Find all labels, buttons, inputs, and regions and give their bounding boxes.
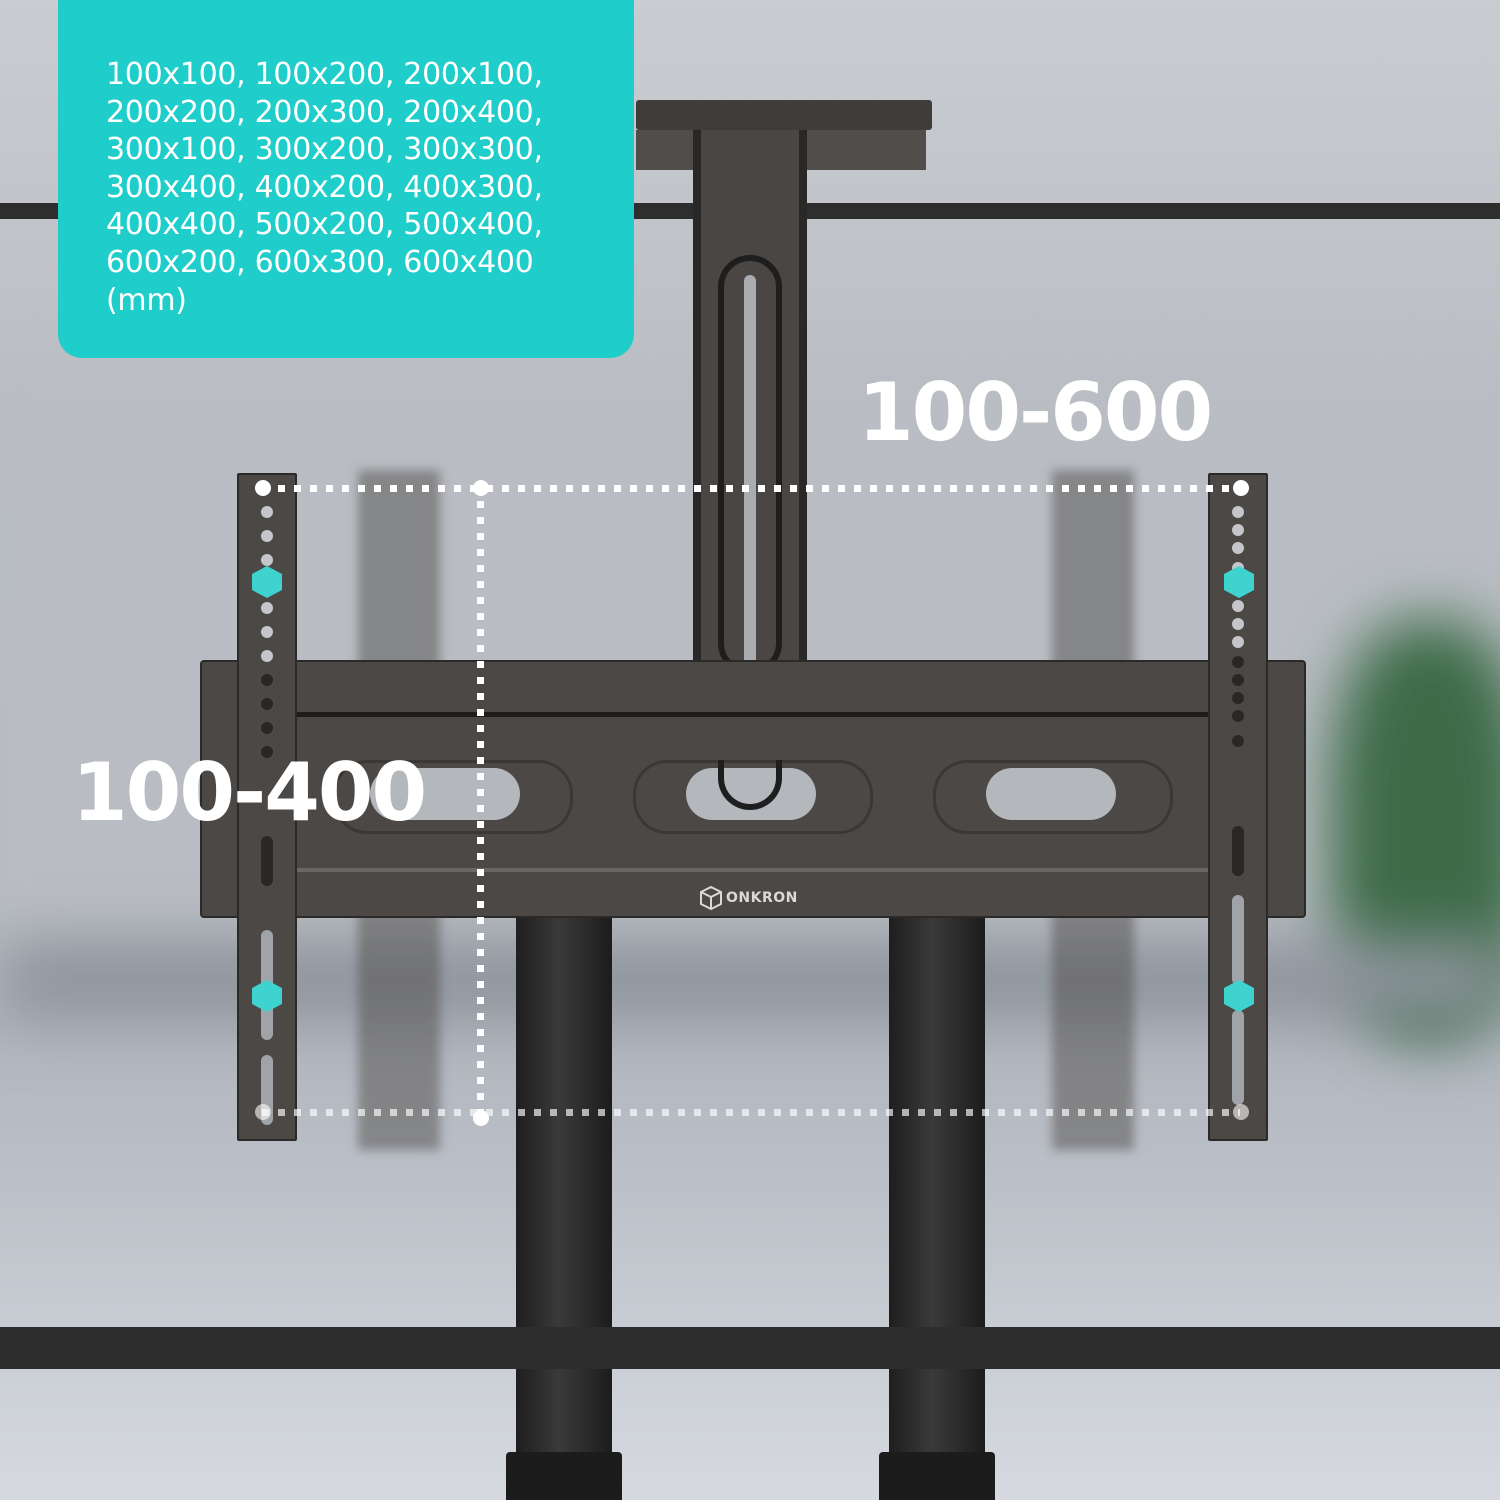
rail-hole: [1232, 542, 1244, 554]
dimension-endpoint: [473, 1110, 489, 1126]
rail-hole: [261, 746, 273, 758]
rail-hole: [1232, 674, 1244, 686]
top-shelf-bracket: [636, 100, 932, 130]
rail-slot: [1232, 895, 1244, 985]
column-slot-inner: [744, 275, 756, 665]
rail-hole: [261, 554, 273, 566]
left-post: [516, 918, 612, 1500]
rail-hole: [1232, 506, 1244, 518]
rail-slot: [1232, 1010, 1244, 1105]
rail-hole: [261, 650, 273, 662]
rail-hole: [261, 674, 273, 686]
callout-line: (mm): [106, 282, 187, 318]
callout-line: 300x400, 400x200, 400x300,: [106, 169, 543, 205]
dimension-endpoint: [255, 480, 271, 496]
callout-line: 300x100, 300x200, 300x300,: [106, 132, 543, 168]
rail-hole: [1232, 600, 1244, 612]
dimension-endpoint: [1233, 1104, 1249, 1120]
plate-top-groove: [296, 712, 1212, 717]
callout-line: 400x400, 500x200, 500x400,: [106, 207, 543, 243]
right-post-collar: [879, 1452, 995, 1500]
dimension-endpoint: [1233, 480, 1249, 496]
brand-text: ONKRON: [726, 890, 798, 906]
dimension-endpoint: [255, 1104, 271, 1120]
rail-hole: [1232, 656, 1244, 668]
rail-hole: [261, 530, 273, 542]
vesa-patterns-callout: 100x100, 100x200, 200x100, 200x200, 200x…: [58, 0, 634, 358]
callout-line: 200x200, 200x300, 200x400,: [106, 94, 543, 130]
rail-hole: [1232, 692, 1244, 704]
rail-slot: [1232, 826, 1244, 876]
plate-bottom-groove: [296, 868, 1212, 872]
rail-hole: [261, 722, 273, 734]
onkron-cube-icon: [700, 886, 722, 910]
dimension-line-top: [262, 485, 1240, 492]
rail-hole: [261, 506, 273, 518]
callout-line: 600x200, 600x300, 600x400: [106, 244, 534, 280]
rail-slot: [261, 836, 273, 886]
lower-frame-bar: [0, 1327, 1500, 1369]
callout-line: 100x100, 100x200, 200x100,: [106, 57, 543, 92]
rail-slot: [1232, 735, 1244, 747]
dimension-line-vertical: [477, 485, 484, 1115]
left-post-collar: [506, 1452, 622, 1500]
rail-hole: [1232, 710, 1244, 722]
vertical-dimension-label: 100-400: [72, 746, 427, 839]
dimension-line-bottom: [262, 1109, 1240, 1116]
center-u-slot: [718, 760, 782, 810]
rail-hole: [1232, 636, 1244, 648]
rail-hole: [1232, 524, 1244, 536]
rail-hole: [261, 602, 273, 614]
background-blur-shelf: [0, 940, 1500, 1020]
oval-window-right: [986, 768, 1116, 820]
rail-hole: [1232, 618, 1244, 630]
dimension-endpoint: [473, 480, 489, 496]
horizontal-dimension-label: 100-600: [858, 366, 1213, 459]
right-post: [889, 918, 985, 1500]
oval-window-left: [370, 768, 520, 820]
rail-hole: [261, 626, 273, 638]
rail-hole: [261, 698, 273, 710]
onkron-logo: ONKRON: [700, 886, 798, 910]
